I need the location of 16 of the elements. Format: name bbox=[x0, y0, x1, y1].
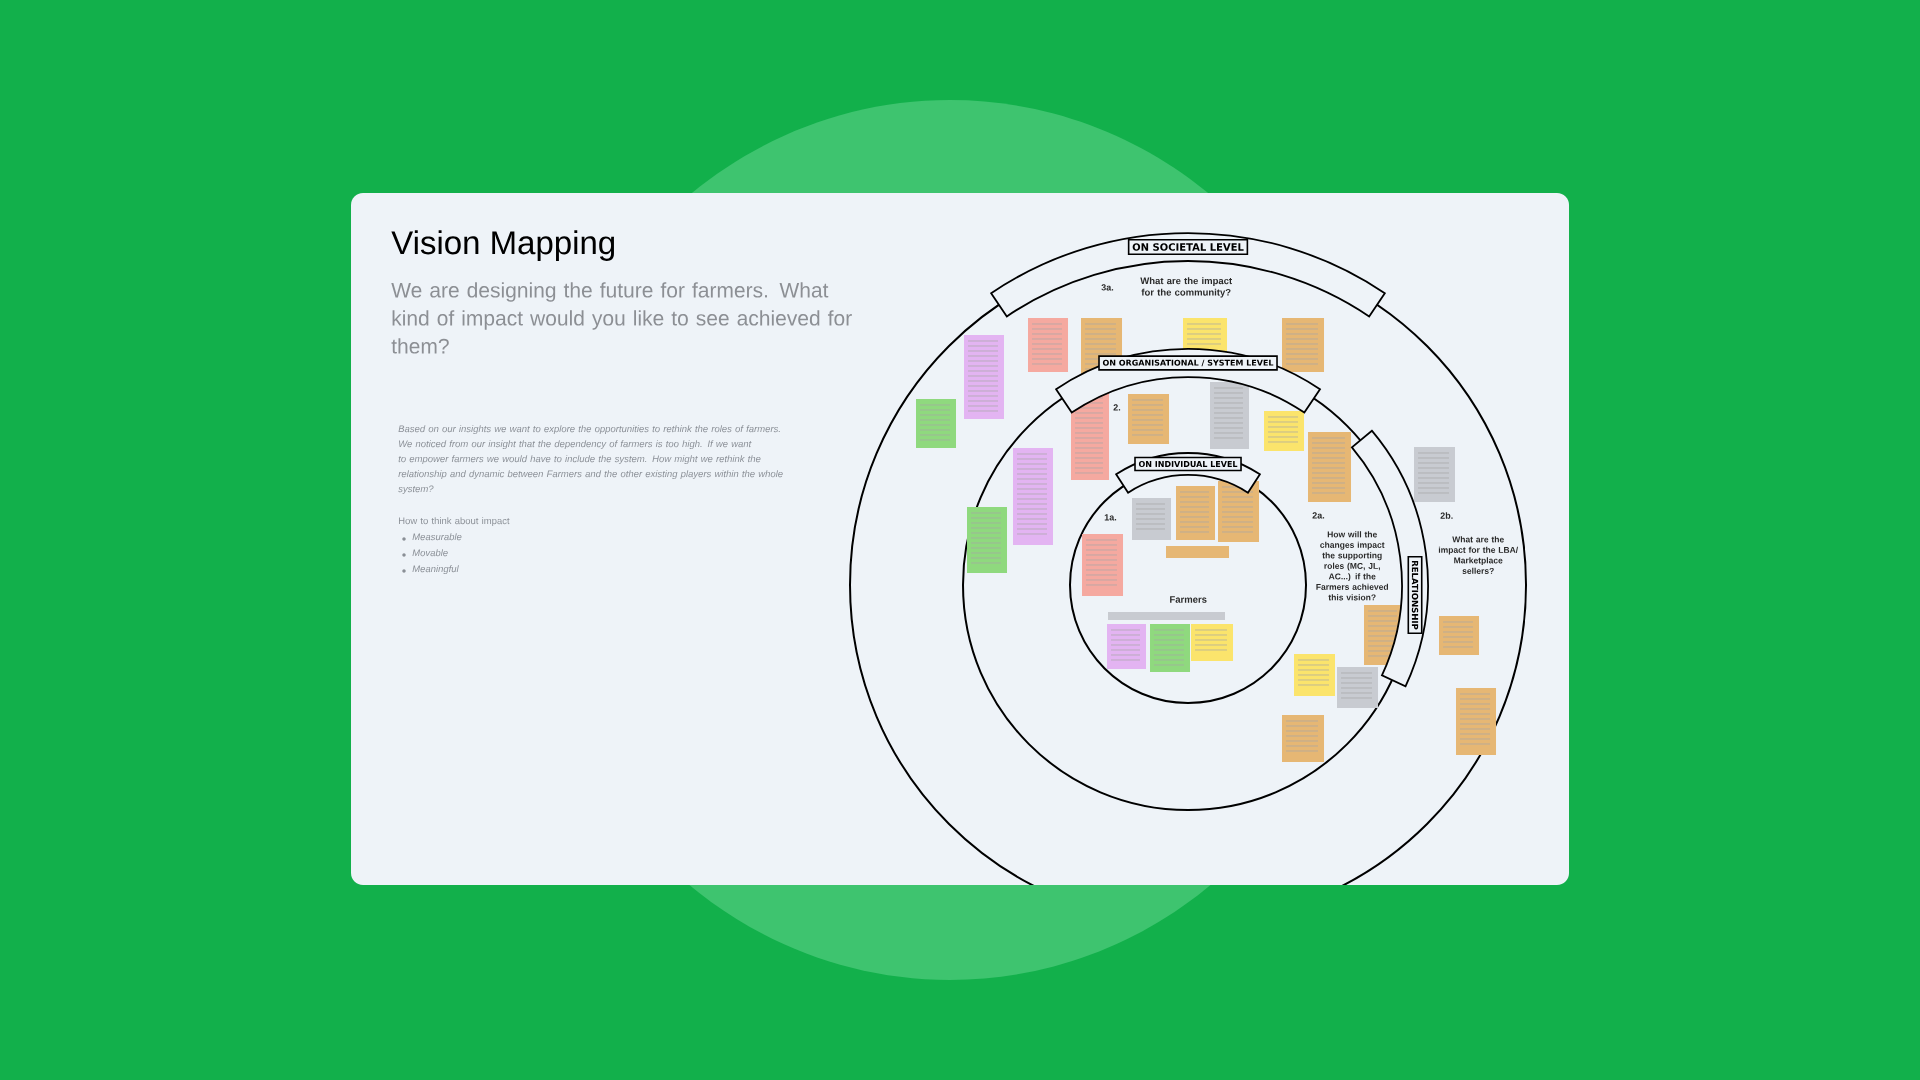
question-number: 3a. bbox=[1101, 284, 1114, 291]
list-heading: How to think about impact bbox=[399, 517, 510, 527]
intro-paragraph: We are designing the future for farmers. What kind of impact would you like to see achieved for them? bbox=[391, 282, 852, 354]
title: Vision Mapping bbox=[391, 230, 615, 261]
description-paragraph: Based on our insights we want to explore the opportunities to rethink the roles of farmers. We noticed from our insight that the dependency of farmers is too high. If we want to empower farmers we would have to include the system. How might we rethink the relationship and dynamic between Farmers and the other existing players within the whole system? bbox=[398, 425, 783, 495]
question-text: What are the impact for the LBA/ Marketplace sellers? bbox=[1438, 536, 1518, 574]
level-band: ON INDIVIDUAL LEVEL bbox=[1115, 452, 1261, 494]
question-text: What are the impact for the community? bbox=[1140, 277, 1232, 298]
question-number: 1a. bbox=[1104, 514, 1117, 521]
list-item: Measurable bbox=[402, 533, 462, 541]
list-item: Movable bbox=[402, 549, 448, 557]
question-number: 2b. bbox=[1440, 512, 1453, 519]
question-number: 2. bbox=[1113, 404, 1121, 411]
circle-label: Farmers bbox=[1170, 596, 1207, 603]
list-item: Meaningful bbox=[402, 565, 459, 575]
question-number: 2a. bbox=[1312, 512, 1325, 519]
